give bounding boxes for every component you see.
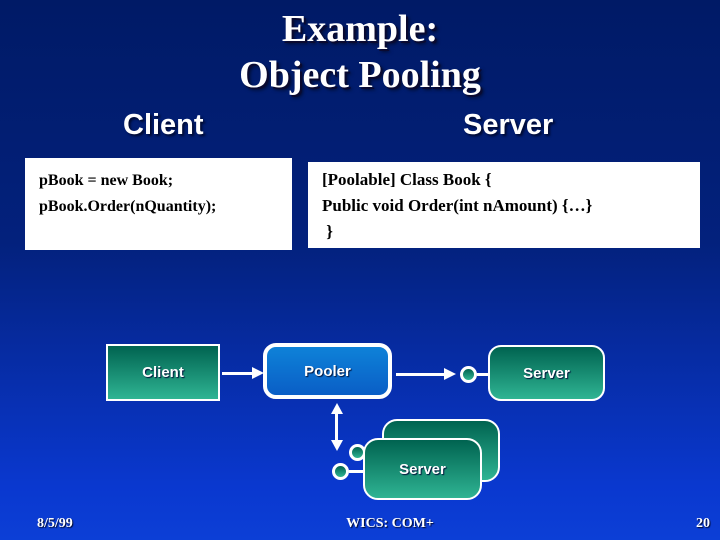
client-code-line: pBook = new Book;	[39, 172, 174, 189]
footer-title: WICS: COM+	[346, 516, 434, 531]
diagram-client-box: Client	[106, 344, 220, 401]
interface-to-server-line	[477, 373, 490, 376]
diagram-server-box: Server	[488, 345, 605, 401]
server-code-line: }	[322, 222, 333, 241]
slide-title: Example: Object Pooling	[0, 6, 720, 98]
server-code-line: Public void Order(int nAmount) {…}	[322, 196, 593, 215]
slide-title-line2: Object Pooling	[239, 54, 481, 96]
client-column-header: Client	[123, 109, 204, 141]
diagram-server-label: Server	[523, 364, 570, 382]
diagram-client-label: Client	[142, 364, 184, 381]
pooled-server-lollipop-line	[349, 470, 365, 473]
diagram-pooler-label: Pooler	[304, 362, 351, 380]
server-column-header: Server	[463, 109, 554, 141]
pooler-pool-arrow-line	[335, 413, 338, 441]
client-to-pooler-arrow-line	[222, 372, 253, 375]
client-code-line: pBook.Order(nQuantity);	[39, 198, 217, 215]
pooler-to-interface-arrowhead-icon	[444, 368, 456, 380]
server-code-box: [Poolable] Class Book { Public void Orde…	[308, 162, 700, 248]
pooler-to-interface-arrow-line	[396, 373, 445, 376]
slide-title-line1: Example:	[281, 8, 439, 50]
pooler-pool-arrowhead-up-icon	[331, 403, 343, 414]
diagram-pooler-box: Pooler	[263, 343, 392, 399]
pooled-server-box-front: Server	[363, 438, 482, 500]
footer-page-number: 20	[696, 516, 710, 531]
pooled-server-lollipop2-icon	[332, 463, 349, 480]
pooled-server-label: Server	[399, 460, 446, 478]
server-code-line: [Poolable] Class Book {	[322, 170, 492, 189]
client-code-box: pBook = new Book; pBook.Order(nQuantity)…	[25, 158, 292, 250]
client-to-pooler-arrowhead-icon	[252, 367, 264, 379]
pooler-pool-arrowhead-down-icon	[331, 440, 343, 451]
interface-lollipop-icon	[460, 366, 477, 383]
footer-date: 8/5/99	[37, 516, 73, 531]
